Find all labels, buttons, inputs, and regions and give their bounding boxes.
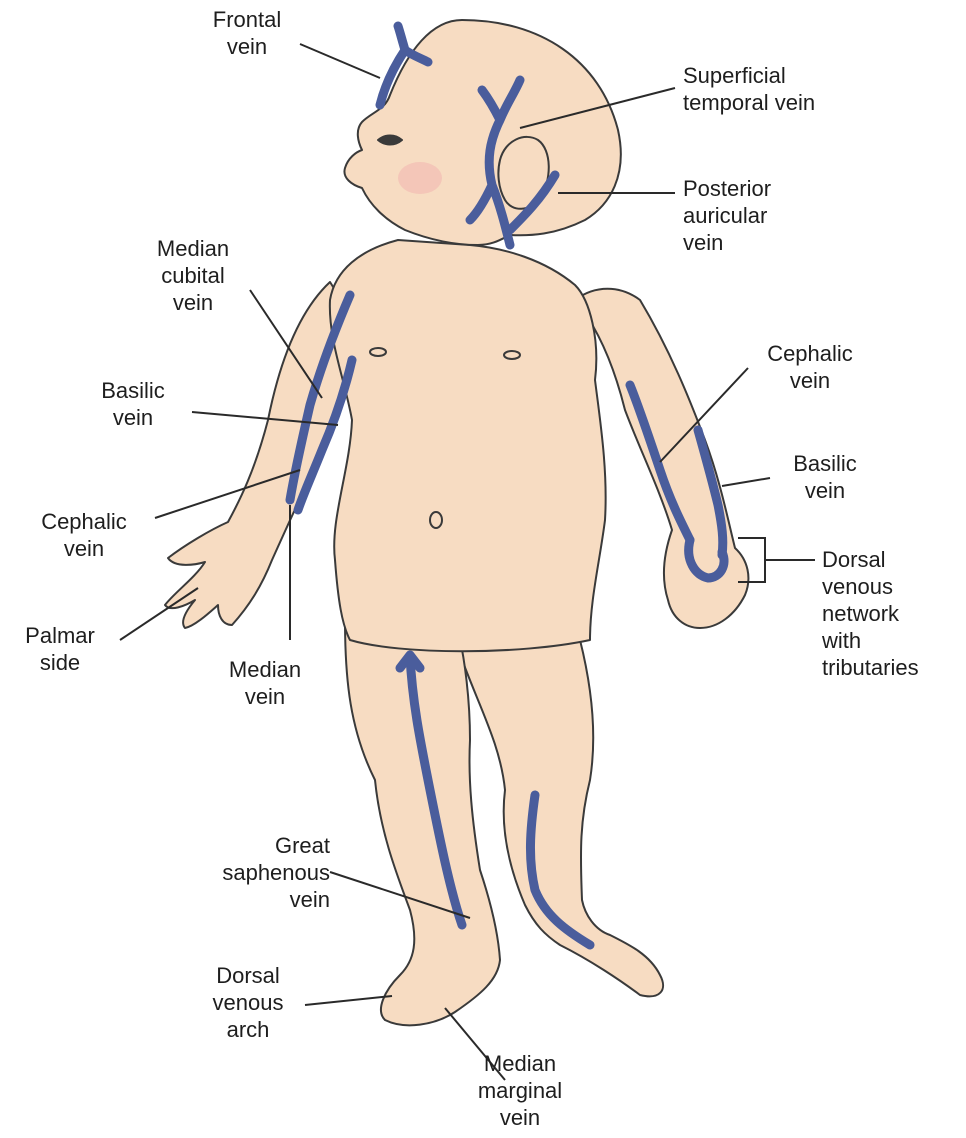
label-line: Median bbox=[210, 656, 320, 683]
label-line: Palmar bbox=[10, 622, 110, 649]
label-line: marginal bbox=[455, 1077, 585, 1104]
label-line: Dorsal bbox=[822, 546, 919, 573]
label-line: saphenous bbox=[178, 859, 330, 886]
label-line: Basilic bbox=[78, 377, 188, 404]
eye bbox=[378, 136, 402, 145]
label-line: temporal vein bbox=[683, 89, 815, 116]
leader-frontal-vein bbox=[300, 44, 380, 78]
leader-dorsal-venous-arch bbox=[305, 996, 392, 1005]
label-basilic-vein-right: Basilic vein bbox=[770, 450, 880, 504]
label-line: with bbox=[822, 627, 919, 654]
leader-basilic-right bbox=[722, 478, 770, 486]
label-line: vein bbox=[770, 477, 880, 504]
label-dorsal-venous-arch: Dorsal venous arch bbox=[188, 962, 308, 1043]
label-line: Posterior bbox=[683, 175, 771, 202]
label-line: side bbox=[10, 649, 110, 676]
label-line: vein bbox=[128, 289, 258, 316]
label-line: Basilic bbox=[770, 450, 880, 477]
label-posterior-auricular-vein: Posterior auricular vein bbox=[683, 175, 771, 256]
label-basilic-vein-left: Basilic vein bbox=[78, 377, 188, 431]
label-line: Median bbox=[128, 235, 258, 262]
label-line: tributaries bbox=[822, 654, 919, 681]
label-line: Cephalic bbox=[20, 508, 148, 535]
label-line: Dorsal bbox=[188, 962, 308, 989]
label-frontal-vein: Frontal vein bbox=[192, 6, 302, 60]
cheek bbox=[398, 162, 442, 194]
label-dorsal-venous-network: Dorsal venous network with tributaries bbox=[822, 546, 919, 681]
label-line: arch bbox=[188, 1016, 308, 1043]
label-line: Great bbox=[178, 832, 330, 859]
label-line: venous bbox=[188, 989, 308, 1016]
label-line: vein bbox=[210, 683, 320, 710]
label-line: Superficial bbox=[683, 62, 815, 89]
label-line: Median bbox=[455, 1050, 585, 1077]
label-line: vein bbox=[683, 229, 771, 256]
label-line: vein bbox=[78, 404, 188, 431]
label-line: vein bbox=[178, 886, 330, 913]
label-superficial-temporal-vein: Superficial temporal vein bbox=[683, 62, 815, 116]
label-line: venous bbox=[822, 573, 919, 600]
label-line: vein bbox=[745, 367, 875, 394]
label-line: network bbox=[822, 600, 919, 627]
label-cephalic-vein-left: Cephalic vein bbox=[20, 508, 148, 562]
label-great-saphenous-vein: Great saphenous vein bbox=[178, 832, 330, 913]
label-palmar-side: Palmar side bbox=[10, 622, 110, 676]
label-line: cubital bbox=[128, 262, 258, 289]
label-line: auricular bbox=[683, 202, 771, 229]
label-line: vein bbox=[20, 535, 148, 562]
label-line: vein bbox=[192, 33, 302, 60]
label-line: Cephalic bbox=[745, 340, 875, 367]
label-median-cubital-vein: Median cubital vein bbox=[128, 235, 258, 316]
label-median-vein: Median vein bbox=[210, 656, 320, 710]
label-line: Frontal bbox=[192, 6, 302, 33]
leader-dorsal-network-bracket bbox=[738, 538, 815, 582]
label-line: vein bbox=[455, 1104, 585, 1131]
label-median-marginal-vein: Median marginal vein bbox=[455, 1050, 585, 1131]
torso bbox=[330, 240, 606, 651]
label-cephalic-vein-right: Cephalic vein bbox=[745, 340, 875, 394]
